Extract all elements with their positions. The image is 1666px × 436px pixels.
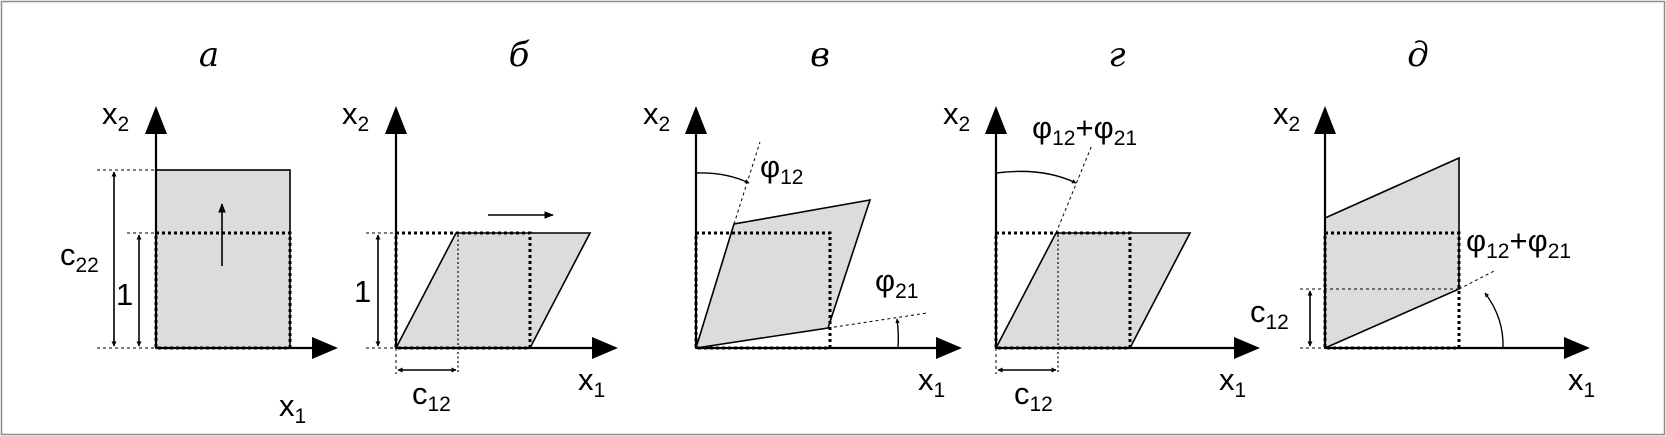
angle-arc (995, 170, 1077, 184)
panel-g: г x2 x1 φ12+φ21 c12 (943, 35, 1260, 416)
panel-d: д x2 x1 φ12+φ21 c12 (1250, 35, 1595, 402)
x1-label: x1 (578, 362, 605, 402)
c12-label: c12 (412, 376, 451, 416)
x2-label: x2 (643, 96, 670, 136)
phi12-arc (695, 172, 750, 184)
c22-label: c22 (60, 237, 99, 277)
x1-label: x1 (918, 362, 945, 402)
panel-a: а x2 x1 c22 1 (60, 35, 338, 428)
x2-label: x2 (943, 96, 970, 136)
x1-axis-arrowhead (592, 337, 618, 359)
panel-letter: д (1407, 35, 1429, 75)
sheared-rhombus (694, 198, 872, 349)
panel-b: б x2 x1 1 c12 (342, 35, 618, 416)
x1-axis-arrowhead (1234, 337, 1260, 359)
x2-axis-arrowhead (1314, 106, 1336, 134)
c12-label: c12 (1014, 376, 1053, 416)
x2-label: x2 (102, 96, 129, 136)
x1-axis-arrowhead (312, 337, 338, 359)
unit-label: 1 (116, 277, 133, 312)
x1-axis-arrowhead (936, 337, 962, 359)
angle-ray (1458, 269, 1497, 290)
sheared-parallelogram (1324, 156, 1460, 350)
phi21-arc (895, 318, 900, 349)
phi12-label: φ12 (760, 149, 803, 189)
x1-label: x1 (1219, 362, 1246, 402)
phi-sum-label: φ12+φ21 (1466, 223, 1571, 263)
x1-label: x1 (1568, 362, 1595, 402)
x1-label: x1 (279, 388, 306, 428)
panel-letter: а (199, 35, 219, 75)
sheared-parallelogram (994, 232, 1192, 349)
unit-label: 1 (354, 274, 371, 309)
angle-arc (1484, 292, 1504, 349)
panel-letter: в (810, 35, 830, 75)
x2-label: x2 (1273, 96, 1300, 136)
phi-sum-label: φ12+φ21 (1032, 110, 1137, 150)
phi12-ray (733, 141, 761, 225)
sheared-parallelogram (394, 232, 592, 349)
panel-v: в x2 x1 φ12 φ21 (643, 35, 962, 402)
phi21-ray (827, 312, 928, 329)
c12-label: c12 (1250, 294, 1289, 334)
x2-axis-arrowhead (145, 106, 167, 134)
x2-axis-arrowhead (985, 106, 1007, 134)
x2-label: x2 (342, 96, 369, 136)
angle-ray (1055, 144, 1093, 234)
stretched-rectangle (155, 169, 291, 349)
panel-letter: г (1108, 35, 1125, 75)
panel-letter: б (509, 35, 530, 75)
x1-axis-arrowhead (1564, 337, 1590, 359)
x2-axis-arrowhead (685, 106, 707, 134)
phi21-label: φ21 (875, 263, 918, 303)
x2-axis-arrowhead (385, 106, 407, 134)
